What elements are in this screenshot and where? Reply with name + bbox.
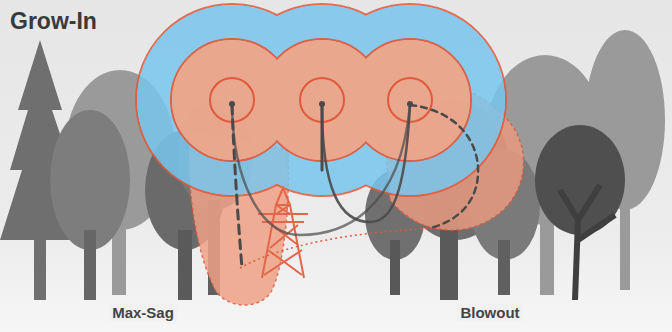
span-wire — [240, 228, 440, 268]
zone-label: Max-Sag — [109, 304, 177, 321]
outer-clearance — [136, 4, 506, 196]
conductors — [232, 105, 478, 268]
transmission-tower — [258, 188, 308, 278]
diagram-title: Grow-In — [10, 8, 97, 35]
conductor-points — [229, 101, 413, 107]
zone-label: Blowout — [457, 304, 522, 321]
